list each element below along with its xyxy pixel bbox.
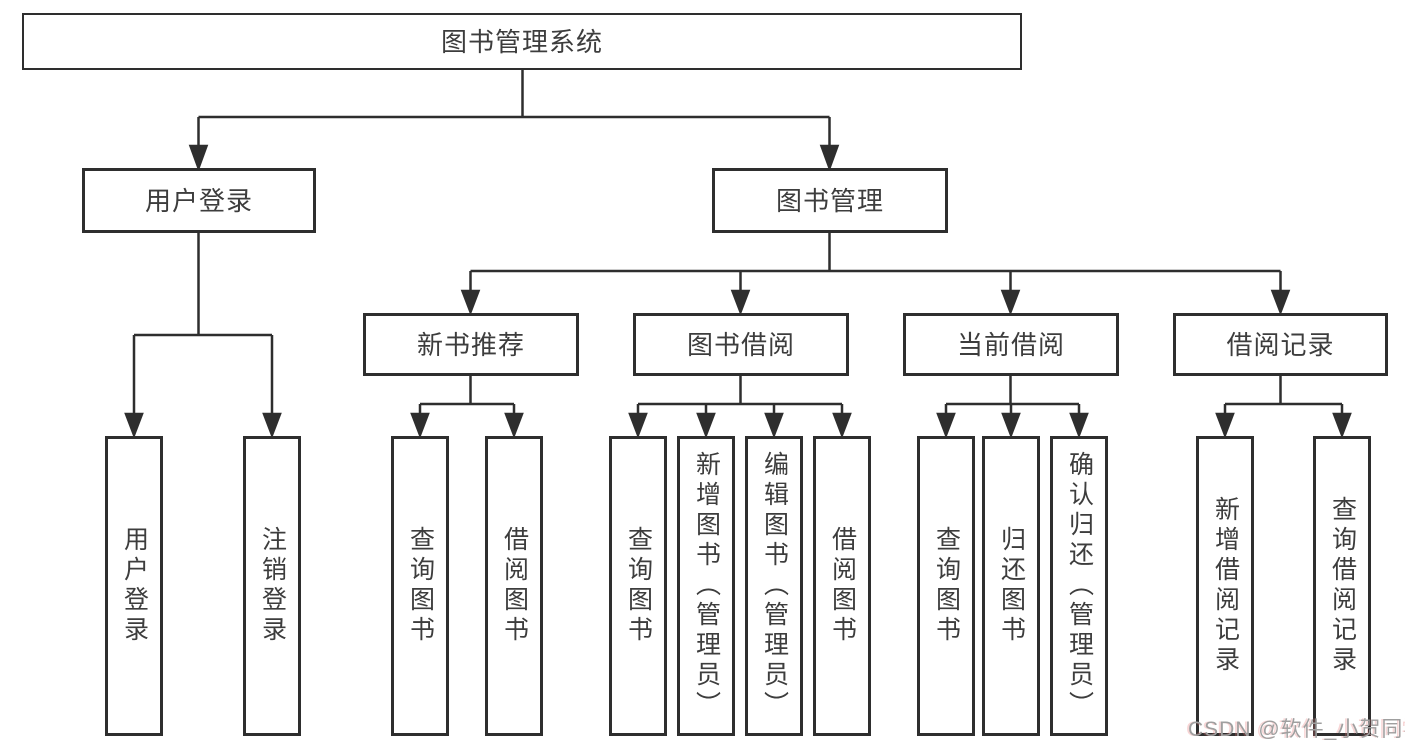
connector-book-borrowing-children — [628, 376, 852, 439]
node-new-book-recommend: 新书推荐 — [363, 313, 579, 376]
arrow-down-icon — [764, 412, 784, 439]
node-book-borrowing-label: 图书借阅 — [686, 329, 795, 360]
arrow-down-icon — [696, 412, 716, 439]
node-book-management-label: 图书管理 — [775, 185, 884, 216]
arrow-down-icon — [188, 144, 209, 172]
leaf-user-login: 用户登录 — [105, 436, 163, 736]
leaf-current-return-books: 归还图书 — [982, 436, 1040, 736]
node-root: 图书管理系统 — [22, 13, 1022, 70]
connector-current-borrowing-children — [936, 376, 1089, 439]
connector-new-book-children — [410, 376, 524, 439]
arrow-down-icon — [262, 412, 282, 439]
leaf-borrowing-query-books-label: 查询图书 — [624, 526, 653, 646]
leaf-records-query-record: 查询借阅记录 — [1313, 436, 1371, 736]
leaf-current-confirm-return-admin: 确认归还（管理员） — [1050, 436, 1108, 736]
node-book-management: 图书管理 — [712, 168, 948, 233]
arrow-down-icon — [1069, 412, 1089, 439]
leaf-newbook-borrow-books-label: 借阅图书 — [500, 526, 529, 646]
node-new-book-recommend-label: 新书推荐 — [416, 329, 525, 360]
node-user-login: 用户登录 — [82, 168, 316, 233]
node-book-borrowing: 图书借阅 — [633, 313, 849, 376]
node-current-borrowing-label: 当前借阅 — [956, 329, 1065, 360]
arrow-down-icon — [124, 412, 144, 439]
connector-root-to-level2 — [188, 70, 840, 172]
arrow-down-icon — [936, 412, 956, 439]
leaf-newbook-borrow-books: 借阅图书 — [485, 436, 543, 736]
node-user-login-label: 用户登录 — [144, 185, 253, 216]
arrow-down-icon — [460, 289, 481, 316]
arrow-down-icon — [1270, 289, 1291, 316]
leaf-current-return-books-label: 归还图书 — [997, 526, 1026, 646]
leaf-records-add-record-label: 新增借阅记录 — [1211, 496, 1240, 676]
csdn-watermark: CSDN @软件_小贺同学 — [1188, 718, 1405, 741]
leaf-newbook-query-books: 查询图书 — [391, 436, 449, 736]
arrow-down-icon — [410, 412, 430, 439]
node-borrowing-records-label: 借阅记录 — [1226, 329, 1335, 360]
leaf-borrowing-borrow-books-label: 借阅图书 — [828, 526, 857, 646]
leaf-newbook-query-books-label: 查询图书 — [406, 526, 435, 646]
leaf-logout: 注销登录 — [243, 436, 301, 736]
arrow-down-icon — [1332, 412, 1352, 439]
arrow-down-icon — [730, 289, 751, 316]
leaf-records-query-record-label: 查询借阅记录 — [1328, 496, 1357, 676]
leaf-borrowing-add-books-admin: 新增图书（管理员） — [677, 436, 735, 736]
arrow-down-icon — [1001, 412, 1021, 439]
arrow-down-icon — [1215, 412, 1235, 439]
node-current-borrowing: 当前借阅 — [903, 313, 1119, 376]
leaf-borrowing-add-books-admin-label: 新增图书（管理员） — [692, 451, 721, 721]
leaf-current-query-books: 查询图书 — [917, 436, 975, 736]
node-root-label: 图书管理系统 — [440, 26, 603, 57]
leaf-borrowing-borrow-books: 借阅图书 — [813, 436, 871, 736]
leaf-current-query-books-label: 查询图书 — [932, 526, 961, 646]
connector-user-login-children — [124, 233, 282, 439]
arrow-down-icon — [504, 412, 524, 439]
leaf-current-confirm-return-admin-label: 确认归还（管理员） — [1065, 451, 1094, 721]
leaf-borrowing-edit-books-admin-label: 编辑图书（管理员） — [760, 451, 789, 721]
node-borrowing-records: 借阅记录 — [1173, 313, 1388, 376]
connector-borrowing-records-children — [1215, 376, 1352, 439]
connector-book-management-children — [460, 233, 1291, 316]
leaf-records-add-record: 新增借阅记录 — [1196, 436, 1254, 736]
arrow-down-icon — [819, 144, 840, 172]
leaf-borrowing-query-books: 查询图书 — [609, 436, 667, 736]
arrow-down-icon — [1000, 289, 1021, 316]
leaf-borrowing-edit-books-admin: 编辑图书（管理员） — [745, 436, 803, 736]
arrow-down-icon — [628, 412, 648, 439]
arrow-down-icon — [832, 412, 852, 439]
leaf-logout-label: 注销登录 — [258, 526, 287, 646]
leaf-user-login-label: 用户登录 — [120, 526, 149, 646]
